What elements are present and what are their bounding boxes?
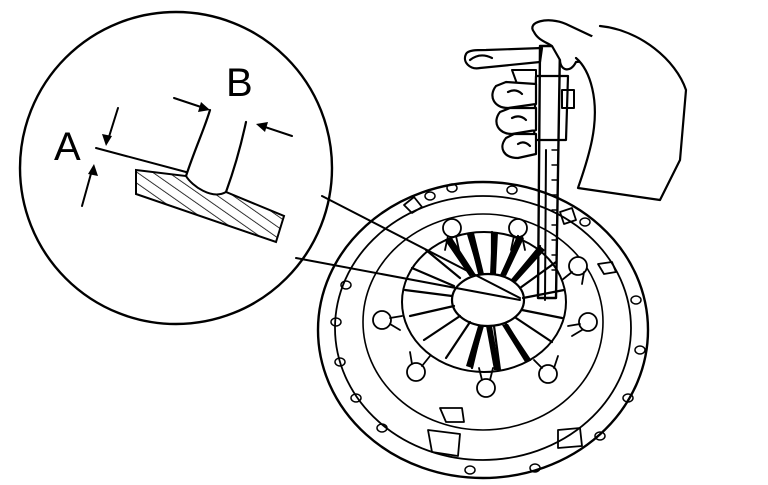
finger-original-surface [95,147,187,173]
label-a: A [54,125,81,169]
plate-inner-rim [334,195,632,461]
caliper-jaw-upper [463,46,544,70]
dimension-a [81,107,119,207]
hand-palm [574,24,688,202]
rim-tabs [403,196,617,457]
callout-leader-lower [295,257,521,301]
callout-circle [18,10,334,326]
plate-outer-rim [316,180,650,480]
hand [468,19,688,202]
callout-leader-upper [321,195,521,299]
caliper-scale-ticks [551,149,558,271]
finger-slots [446,232,545,370]
detail-callout: A B [18,10,521,326]
caliper-thumb-screw [561,89,575,109]
keyhole-slots [372,218,598,398]
diaphragm-spring-outer [401,231,567,373]
pressure-plate [316,180,650,480]
dimension-b [173,97,293,137]
hand-finger-1 [491,80,538,110]
rim-rivets [330,183,646,475]
label-b: B [226,61,253,105]
caliper-depth-rod [544,149,547,301]
hand-finger-3 [501,132,538,160]
plate-cover-ring [362,213,604,431]
finger-cross-section [95,108,286,244]
finger-section-hatched [135,168,286,244]
wear-groove [184,108,248,194]
hand-finger-2 [495,106,538,136]
